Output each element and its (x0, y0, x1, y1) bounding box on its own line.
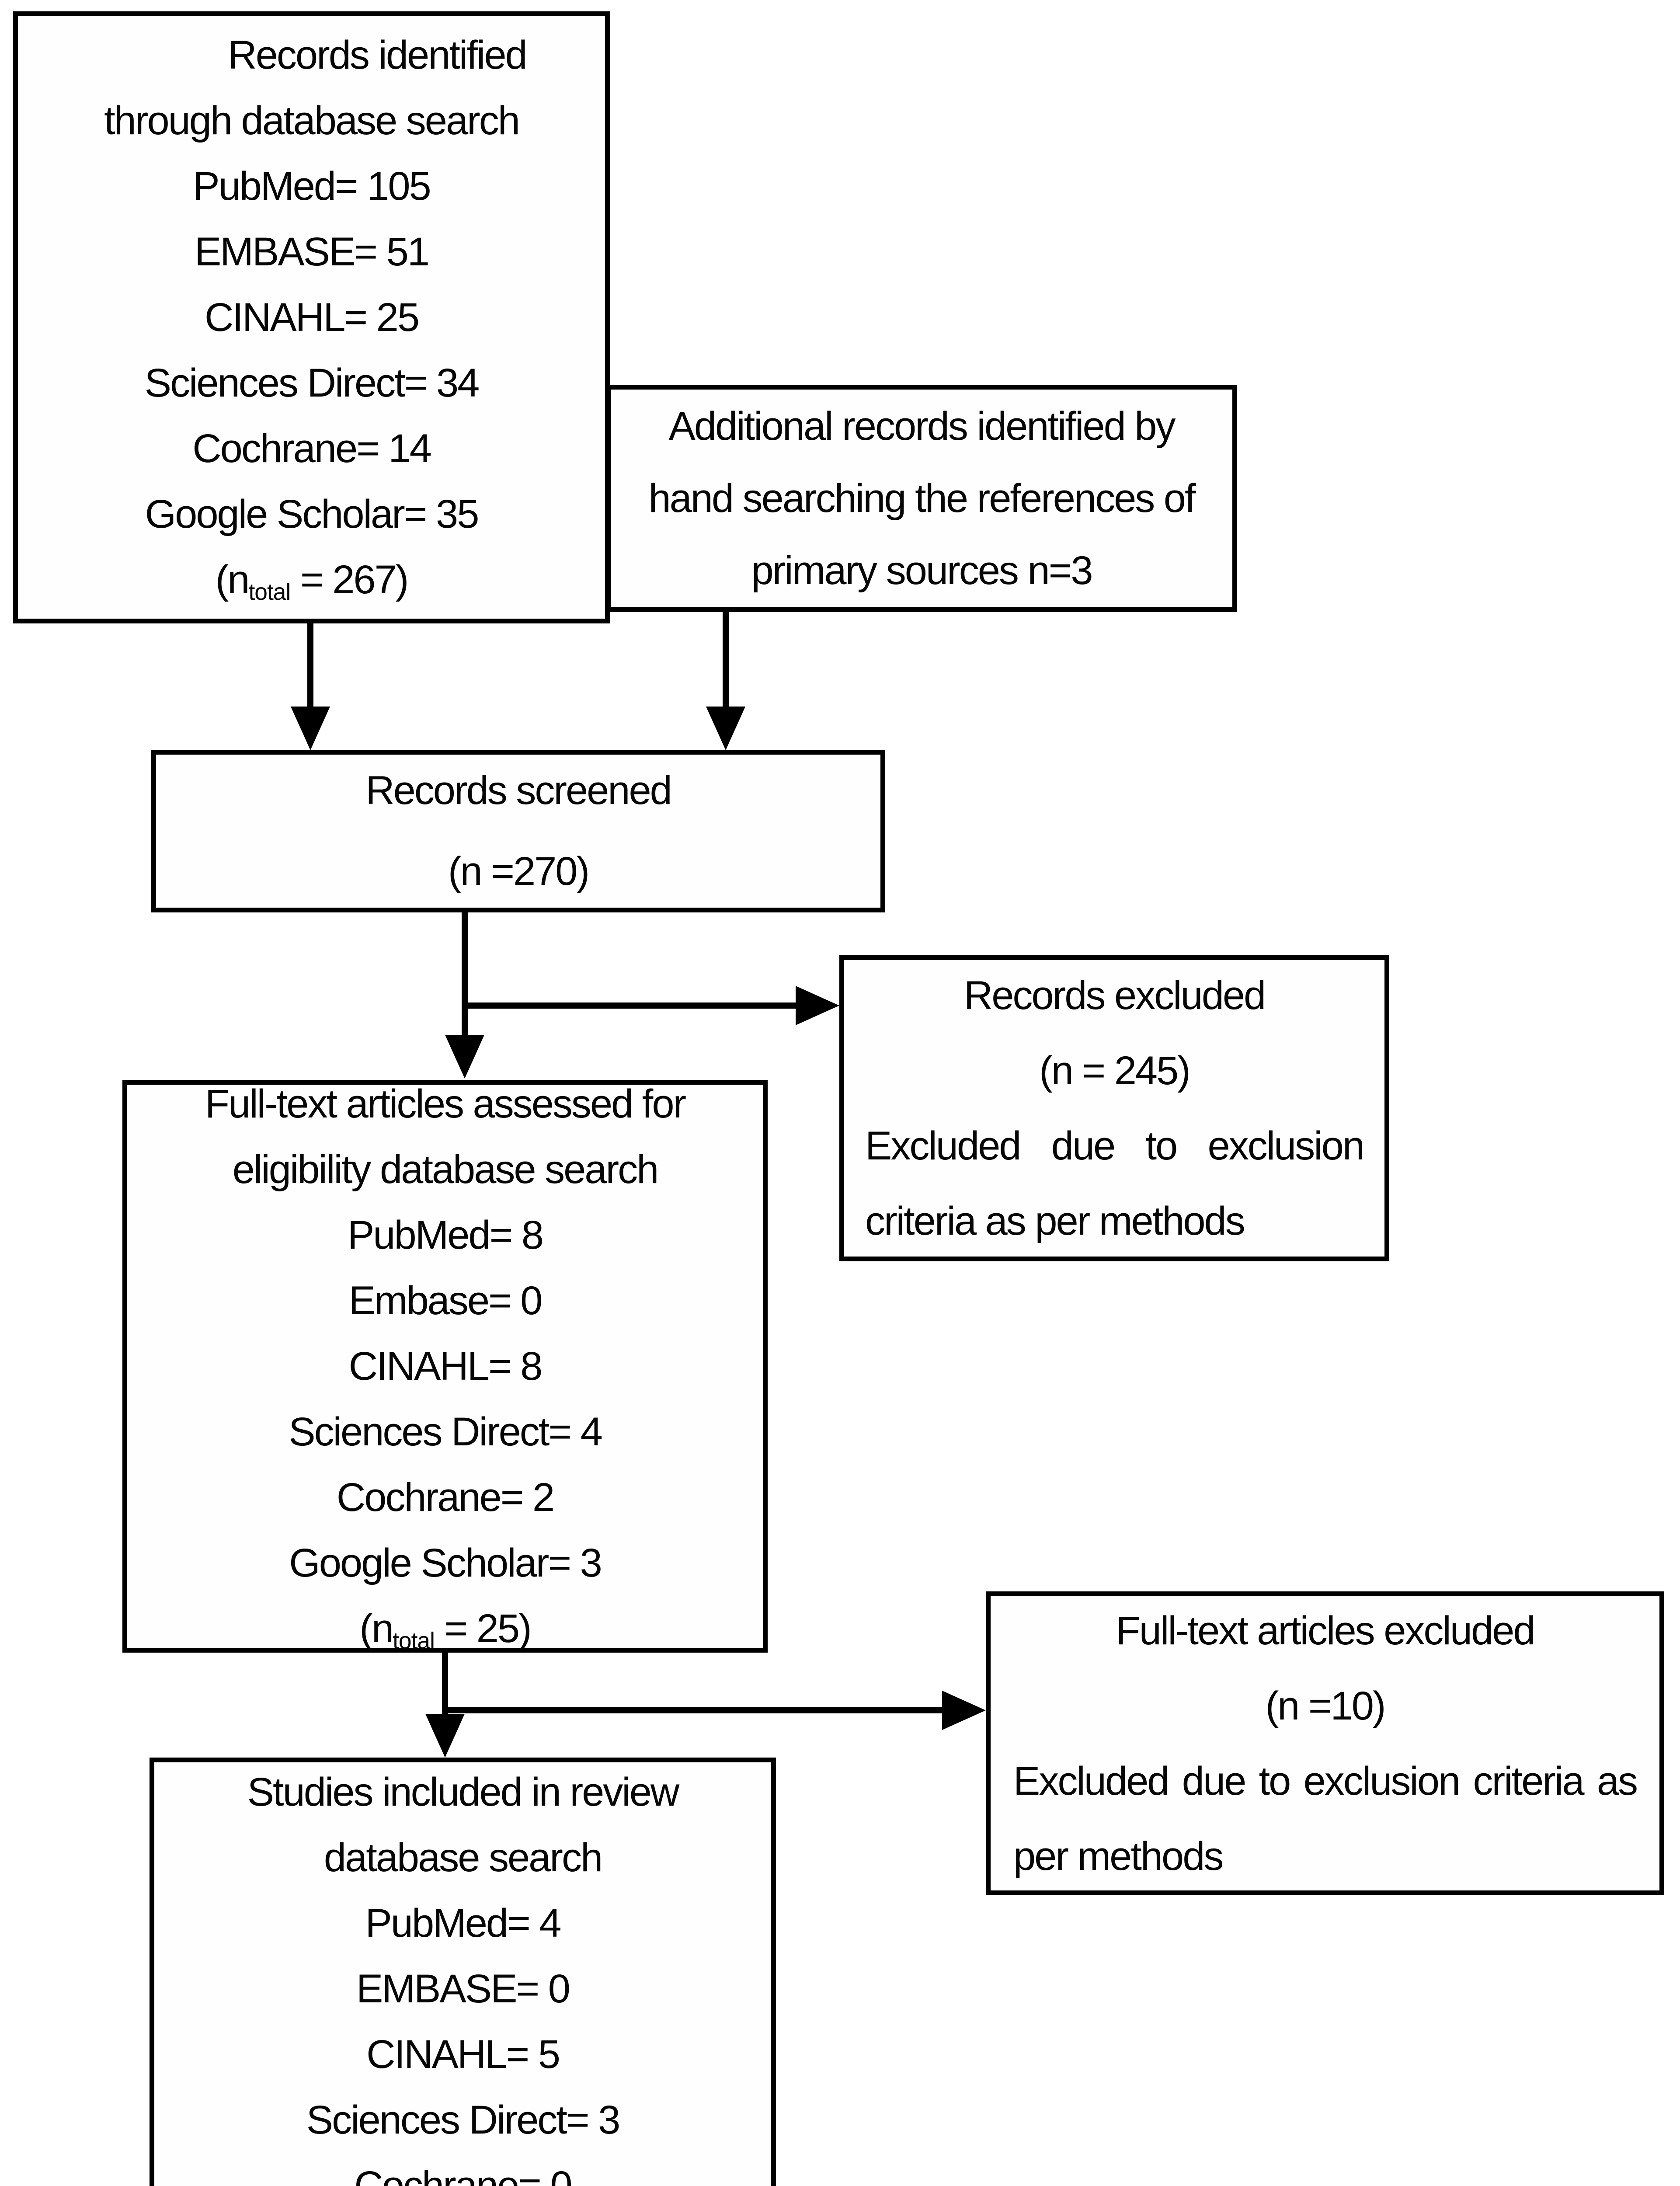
box-fulltext-assessed: Full-text articles assessed for eligibil… (122, 1080, 768, 1653)
arrowhead-right-icon (796, 986, 839, 1025)
box-additional-records: Additional records identified by hand se… (606, 385, 1237, 612)
ntotal-pre: (n (215, 557, 250, 602)
box-text-line: hand searching the references of (648, 476, 1196, 521)
db-count: PubMed= 4 (365, 1901, 561, 1946)
db-count: EMBASE= 0 (356, 1967, 570, 2011)
db-count: Sciences Direct= 34 (144, 361, 480, 405)
box-title: Full-text articles excluded (1116, 1608, 1536, 1653)
box-fulltext-excluded: Full-text articles excluded (n =10) Excl… (986, 1591, 1664, 1895)
exclusion-reason-line: Excluded due to exclusion (865, 1124, 1365, 1168)
ntotal-sub: total (248, 579, 291, 605)
db-count: PubMed= 105 (193, 164, 431, 209)
box-title: Records identified (228, 33, 527, 77)
db-count: Embase= 0 (348, 1278, 543, 1323)
db-count: EMBASE= 51 (194, 230, 430, 274)
box-title-line2: eligibility database search (232, 1147, 659, 1192)
db-count: CINAHL= 25 (204, 295, 420, 340)
arrowhead-down-icon (291, 707, 330, 750)
exclusion-reason-line: per methods (1013, 1834, 1224, 1879)
box-records-identified: Records identified through database sear… (13, 11, 610, 623)
box-title: Records screened (365, 768, 672, 813)
flow-line-branch-to-fulltext-excluded (442, 1707, 942, 1713)
db-count: Sciences Direct= 3 (306, 2098, 621, 2142)
n-count: (n =270) (448, 849, 590, 894)
arrowhead-right-icon (942, 1691, 986, 1730)
box-title: Records excluded (963, 973, 1266, 1018)
db-count: CINAHL= 5 (366, 2032, 560, 2077)
ntotal-line: (ntotal = 267) (18, 547, 605, 613)
db-count: Cochrane= 2 (336, 1475, 555, 1520)
arrowhead-down-icon (445, 1035, 484, 1079)
box-records-screened: Records screened (n =270) (151, 750, 885, 912)
exclusion-reason-line: criteria as per methods (865, 1199, 1245, 1243)
flow-line-additional-to-screened (723, 612, 729, 707)
box-text-line: primary sources n=3 (751, 548, 1093, 593)
exclusion-reason-line: Excluded due to exclusion criteria as (1013, 1758, 1638, 1803)
n-count: (n = 245) (1039, 1048, 1191, 1093)
box-title: Full-text articles assessed for (205, 1082, 686, 1126)
arrowhead-down-icon (425, 1714, 465, 1758)
ntotal-line: (ntotal = 25) (127, 1596, 763, 1661)
db-count: Google Scholar= 35 (145, 492, 480, 536)
n-count: (n =10) (1265, 1683, 1386, 1728)
box-title-line2: database search (323, 1835, 603, 1880)
box-studies-included: Studies included in review database sear… (150, 1758, 776, 2186)
db-count: PubMed= 8 (347, 1213, 544, 1257)
box-records-excluded: Records excluded (n = 245) Excluded due … (839, 955, 1389, 1261)
box-title-line2: through database search (104, 98, 520, 143)
box-text-line: Additional records identified by (668, 404, 1176, 449)
ntotal-post: = 267) (290, 557, 409, 602)
ntotal-pre: (n (359, 1606, 394, 1651)
flow-line-identified-to-screened (307, 623, 313, 707)
box-title: Studies included in review (247, 1770, 680, 1814)
db-count: Sciences Direct= 4 (289, 1410, 603, 1454)
db-count: Cochrane= 0 (354, 2163, 572, 2186)
arrowhead-down-icon (706, 707, 745, 750)
db-count: CINAHL= 8 (348, 1344, 543, 1389)
db-count: Cochrane= 14 (192, 426, 432, 471)
flow-line-fulltext-to-included (442, 1653, 448, 1714)
ntotal-post: = 25) (434, 1606, 532, 1651)
flow-line-screened-to-fulltext (462, 912, 468, 1035)
db-count: Google Scholar= 3 (289, 1541, 602, 1585)
flow-line-branch-to-records-excluded (462, 1002, 796, 1009)
ntotal-sub: total (393, 1628, 435, 1654)
